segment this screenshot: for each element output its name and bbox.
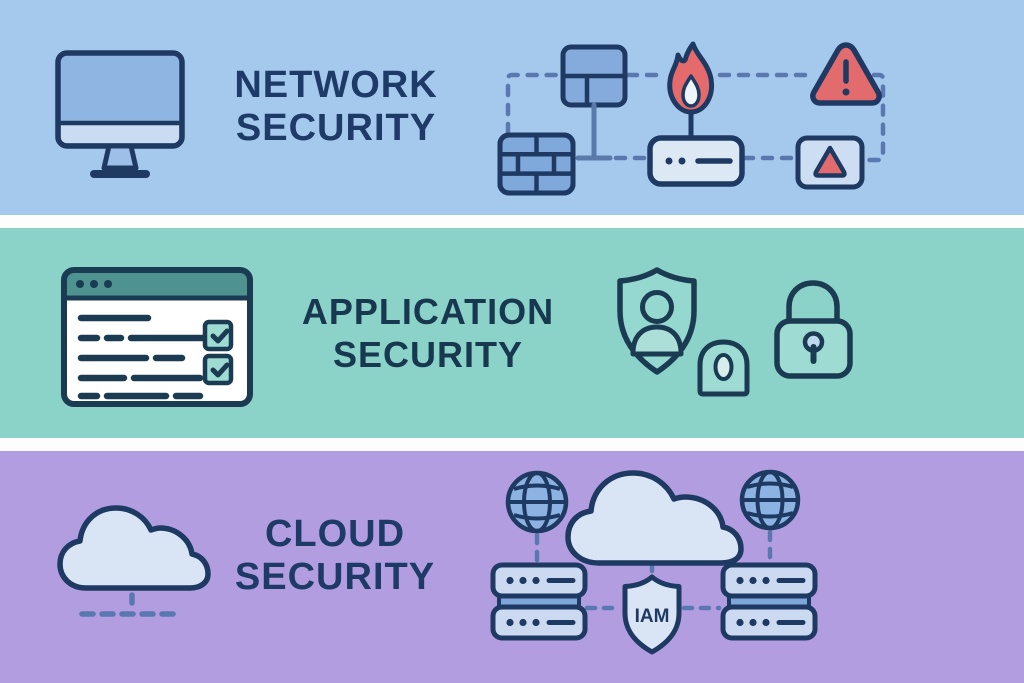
cloud-iam-diagram: IAM	[490, 469, 818, 655]
globe-icon	[739, 469, 801, 531]
solid-connector	[575, 102, 613, 161]
browser-window-checklist-icon	[61, 267, 253, 407]
title-line-2: SECURITY	[234, 556, 436, 598]
alert-panel-icon	[795, 135, 865, 190]
browser-dots	[76, 280, 112, 288]
band-title-cloud: CLOUD SECURITY	[185, 513, 485, 599]
iam-shield-icon: IAM	[622, 574, 682, 655]
window-panels-icon	[560, 44, 628, 108]
network-threat-diagram	[497, 41, 886, 196]
firewall-bricks-icon	[497, 132, 576, 196]
band-application-security: APPLICATION SECURITY	[0, 228, 1024, 438]
server-stack-icon	[490, 562, 588, 641]
band-divider	[0, 438, 1024, 451]
band-cloud-security: CLOUD SECURITY	[0, 451, 1024, 683]
title-line-1: CLOUD	[264, 513, 406, 555]
fire-icon	[667, 41, 715, 138]
dashed-connectors	[79, 592, 183, 617]
title-line-2: SECURITY	[235, 107, 437, 149]
title-line-1: NETWORK	[234, 64, 438, 106]
checkbox-checked-icon	[202, 319, 234, 386]
padlock-icon	[774, 280, 853, 379]
band-divider	[0, 215, 1024, 228]
dashed-connectors	[505, 72, 886, 163]
warning-triangle-icon	[810, 42, 882, 106]
keyhole-icon	[697, 339, 750, 397]
band-network-security: NETWORK SECURITY	[0, 0, 1024, 215]
router-device-icon	[647, 135, 745, 187]
iam-label: IAM	[635, 606, 670, 627]
desktop-monitor-icon	[55, 50, 185, 178]
globe-icon	[505, 470, 569, 534]
band-title-application: APPLICATION SECURITY	[273, 290, 583, 376]
application-security-icons	[617, 267, 853, 397]
cloud-icon	[565, 470, 744, 566]
server-stack-icon	[720, 562, 818, 641]
title-line-1: APPLICATION	[301, 291, 555, 332]
code-lines	[77, 314, 212, 400]
cloud-icon	[57, 505, 211, 617]
shield-user-icon	[617, 267, 697, 375]
band-title-network: NETWORK SECURITY	[160, 64, 512, 150]
title-line-2: SECURITY	[332, 334, 524, 375]
